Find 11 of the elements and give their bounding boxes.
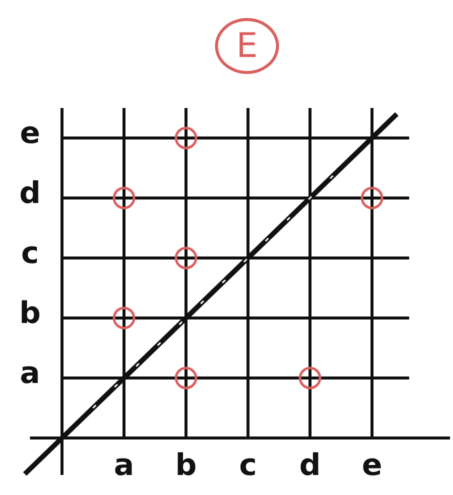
row-label: c bbox=[21, 239, 39, 269]
row-label: b bbox=[19, 299, 41, 329]
row-label: e bbox=[20, 119, 40, 149]
column-label: b bbox=[175, 451, 197, 481]
column-label: a bbox=[114, 451, 134, 481]
title: E bbox=[215, 18, 279, 74]
column-label: e bbox=[362, 451, 382, 481]
row-label: d bbox=[19, 179, 41, 209]
column-label: d bbox=[299, 451, 321, 481]
row-label: a bbox=[20, 359, 40, 389]
column-label: c bbox=[239, 451, 257, 481]
